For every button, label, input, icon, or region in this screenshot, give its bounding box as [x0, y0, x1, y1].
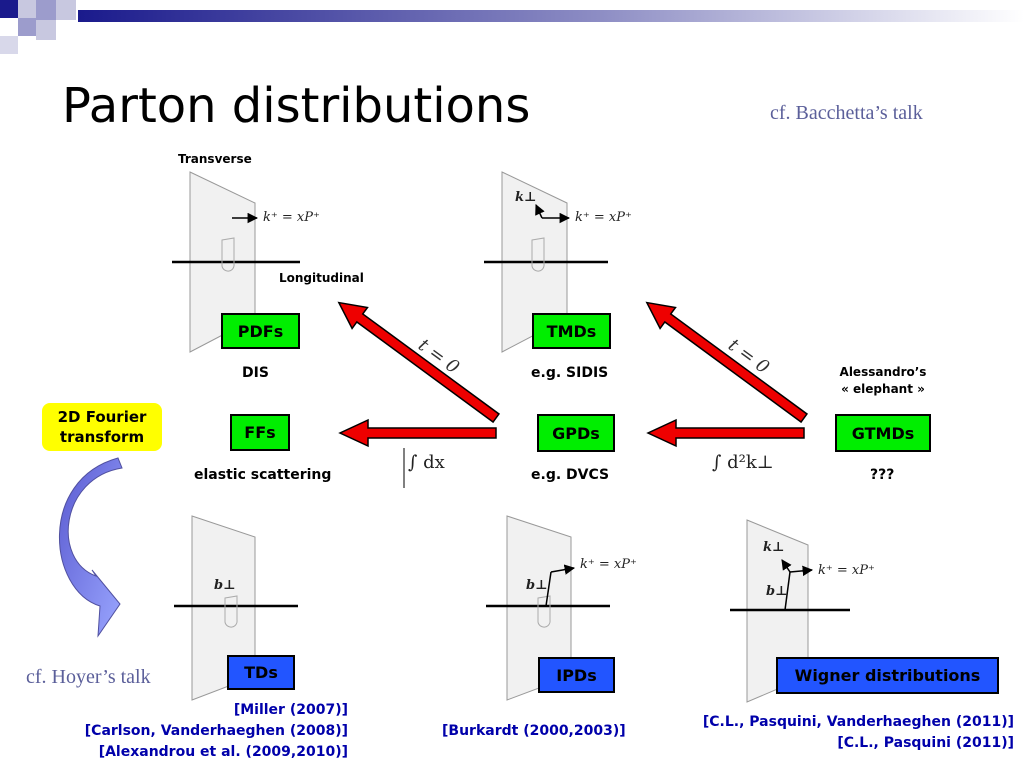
citations-wigner: [C.L., Pasquini, Vanderhaeghen (2011)] [… — [703, 712, 1014, 754]
citation-wigner-2: [C.L., Pasquini (2011)] — [837, 735, 1014, 751]
box-gtmds: GTMDs — [835, 414, 931, 452]
citations-ipds: [Burkardt (2000,2003)] — [442, 721, 626, 742]
arrow-gpds-to-ffs — [338, 418, 497, 448]
bperp-ipds: b⊥ — [526, 578, 548, 593]
hoyer-talk-ref: cf. Hoyer’s talk — [26, 666, 151, 688]
label-elephant-1: Alessandro’s — [839, 365, 927, 379]
kplus-pdfs: k⁺ = xP⁺ — [263, 210, 320, 225]
bacchetta-talk-ref: cf. Bacchetta’s talk — [770, 102, 923, 124]
citation-tds-1: [Miller (2007)] — [233, 702, 348, 718]
fourier-curved-arrow — [59, 457, 123, 638]
box-ffs: FFs — [230, 414, 290, 451]
box-tmds: TMDs — [532, 313, 611, 349]
label-dvcs: e.g. DVCS — [531, 467, 610, 483]
longitudinal-label: Longitudinal — [279, 271, 364, 285]
kplus-wigner: k⁺ = xP⁺ — [818, 563, 875, 578]
plane-tds — [174, 515, 298, 701]
red-arrows — [337, 301, 809, 448]
integral-dx: ∫ dx — [408, 452, 445, 473]
kplus-tmds: k⁺ = xP⁺ — [575, 210, 632, 225]
plane-tmds — [484, 171, 608, 353]
box-ipds: IPDs — [538, 657, 615, 693]
kperp-wigner: k⊥ — [763, 540, 785, 555]
label-unknown: ??? — [870, 467, 895, 483]
kperp-tmds: k⊥ — [515, 190, 537, 205]
box-gpds: GPDs — [537, 414, 615, 452]
citation-tds-3: [Alexandrou et al. (2009,2010)] — [98, 744, 348, 760]
box-pdfs: PDFs — [221, 313, 300, 349]
citation-tds-2: [Carlson, Vanderhaeghen (2008)] — [84, 723, 348, 739]
label-elephant-2: « elephant » — [841, 382, 925, 396]
label-elastic: elastic scattering — [194, 467, 332, 483]
box-wigner: Wigner distributions — [776, 657, 999, 694]
bperp-wigner: b⊥ — [766, 584, 788, 599]
kplus-ipds: k⁺ = xP⁺ — [580, 557, 637, 572]
arrow-gtmds-to-gpds — [646, 418, 805, 448]
citations-tds: [Miller (2007)] [Carlson, Vanderhaeghen … — [85, 700, 348, 763]
arrow-gpds-to-pdfs — [337, 301, 501, 424]
citation-wigner-1: [C.L., Pasquini, Vanderhaeghen (2011)] — [702, 714, 1014, 730]
box-fourier-transform: 2D Fourier transform — [42, 403, 162, 451]
label-dis: DIS — [242, 365, 269, 381]
bperp-tds: b⊥ — [214, 578, 236, 593]
integral-d2k: ∫ d²k⊥ — [712, 452, 774, 473]
box-tds: TDs — [227, 655, 295, 690]
header-decoration — [0, 0, 1024, 54]
arrow-gtmds-to-tmds — [645, 301, 809, 424]
citation-ipds-1: [Burkardt (2000,2003)] — [442, 723, 626, 739]
label-sidis: e.g. SIDIS — [531, 365, 609, 381]
transverse-label: Transverse — [178, 152, 252, 166]
page-title: Parton distributions — [62, 78, 531, 134]
plane-wigner — [730, 519, 850, 703]
